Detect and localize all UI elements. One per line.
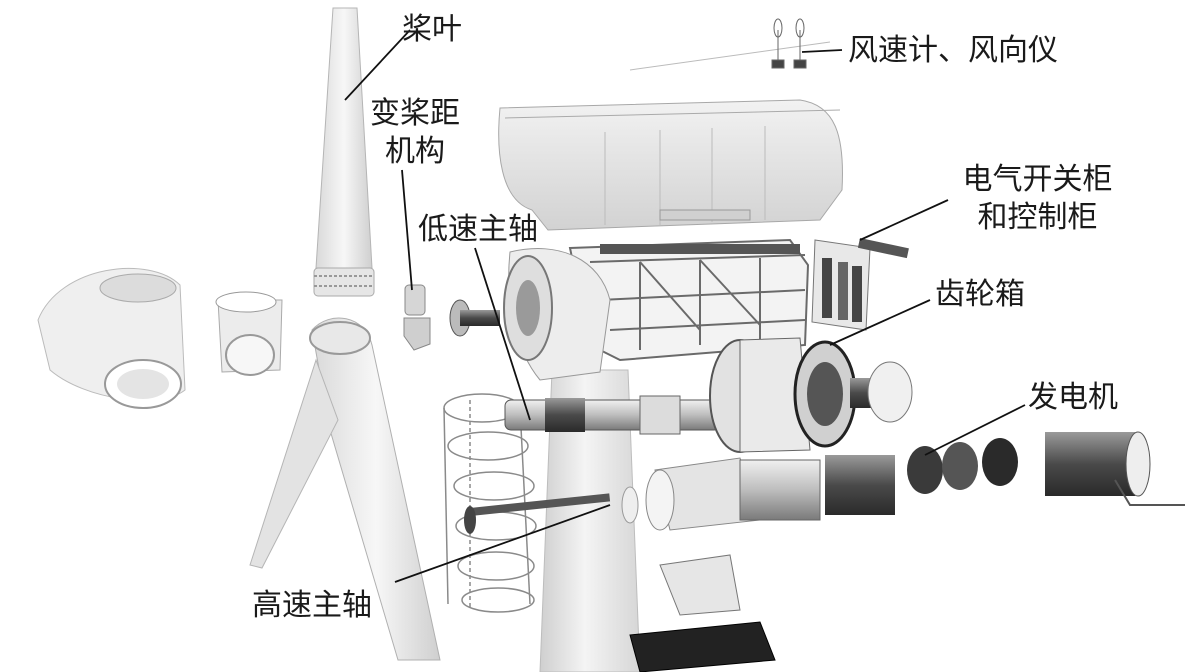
leader-lines [344, 29, 1026, 583]
base-panels [629, 621, 776, 672]
label-blade: 桨叶 [402, 12, 462, 47]
nacelle-frame [568, 238, 810, 362]
label-high-speed-shaft: 高速主轴 [252, 588, 372, 623]
coupling-flange [449, 299, 500, 337]
anemometer-wind-vane [629, 18, 831, 71]
tower [539, 369, 641, 672]
high-speed-shaft [464, 486, 639, 534]
blade-vertical [313, 7, 375, 297]
low-speed-shaft [504, 395, 721, 435]
yaw-drive [659, 554, 741, 616]
nacelle-cover [498, 99, 843, 231]
pitch-mechanism [403, 284, 431, 351]
label-switchgear-line2: 和控制柜 [977, 200, 1098, 235]
blades-diagonal [249, 317, 441, 661]
label-low-speed-shaft: 低速主轴 [418, 212, 538, 247]
generator [645, 431, 1185, 531]
label-gearbox: 齿轮箱 [935, 277, 1025, 312]
label-pitch-mechanism-line1: 变桨距 [370, 96, 460, 131]
hub [215, 291, 283, 376]
main-bearing-housing [503, 248, 611, 381]
hub-cover [37, 267, 186, 409]
label-anemometer: 风速计、风向仪 [848, 33, 1058, 68]
switchgear-cabinet [811, 238, 909, 331]
label-switchgear-line1: 电气开关柜 [962, 162, 1113, 197]
label-generator: 发电机 [1028, 380, 1118, 415]
gearbox [709, 337, 913, 453]
label-pitch-mechanism-line2: 机构 [385, 134, 445, 169]
